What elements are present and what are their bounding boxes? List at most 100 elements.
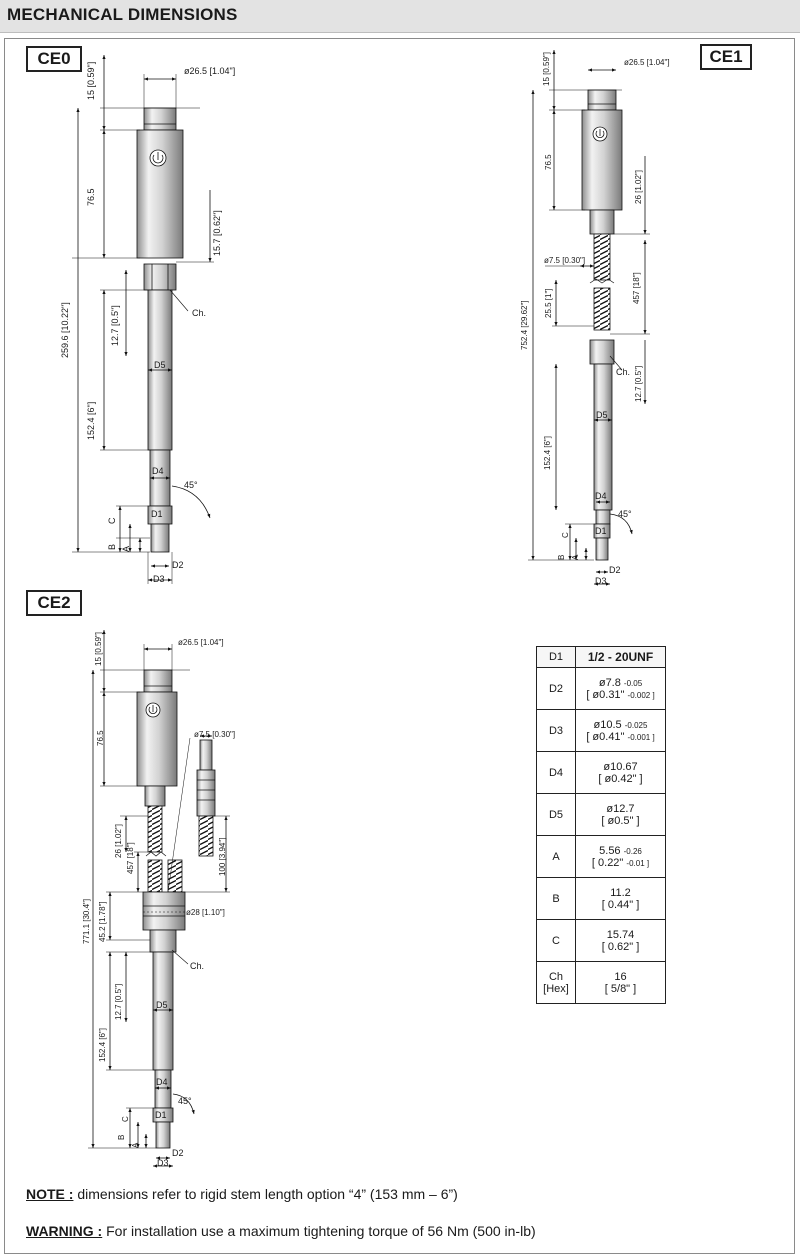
spec-tolerance-imperial: -0.001 ] <box>627 732 655 742</box>
ce2-d1-label: D1 <box>155 1110 167 1120</box>
spec-tolerance: -0.05 <box>623 678 643 688</box>
table-row: C 15.74[ 0.62" ] <box>536 919 666 962</box>
ce1-angle-label: 45° <box>618 509 632 519</box>
ce1-d5-label: D5 <box>596 410 608 420</box>
spec-value-cell: 5.56 -0.26[ 0.22" -0.01 ] <box>575 835 666 878</box>
table-row: A 5.56 -0.26[ 0.22" -0.01 ] <box>536 835 666 878</box>
warning-text: For installation use a maximum tightenin… <box>102 1223 536 1239</box>
ce0-hex-label: Ch. <box>192 308 207 318</box>
ce2-dim-a: A <box>131 1142 140 1148</box>
ce0-connector-height: 15 [0.59"] <box>86 61 96 100</box>
ce1-total-length: 752.4 [29.62"] <box>520 300 529 350</box>
ce1-cable-diameter: ø7.5 [0.30"] <box>544 256 586 265</box>
spec-value-cell: ø10.67[ ø0.42" ] <box>575 751 666 794</box>
ce2-dim-b: B <box>117 1134 126 1140</box>
model-tag-ce1: CE1 <box>700 44 752 70</box>
spec-value-imperial: [ 0.22" <box>591 856 624 869</box>
ce0-d5-label: D5 <box>154 360 166 370</box>
ce0-body-height: 76.5 <box>86 188 96 206</box>
spec-value-cell: 11.2[ 0.44" ] <box>575 877 666 920</box>
table-row: D5 ø12.7[ ø0.5" ] <box>536 793 666 836</box>
model-tag-ce2: CE2 <box>26 590 82 616</box>
ce2-angle-label: 45° <box>178 1096 192 1106</box>
spec-value-imperial: [ 0.62" ] <box>601 940 640 953</box>
table-row: D3 ø10.5 -0.025[ ø0.41" -0.001 ] <box>536 709 666 752</box>
spec-key: B <box>536 877 576 920</box>
ce2-d2-label: D2 <box>172 1148 184 1158</box>
spec-value-imperial: [ ø0.41" <box>586 730 625 743</box>
ce0-head-diameter: ø26.5 [1.04"] <box>184 66 236 76</box>
spec-key: D2 <box>536 667 576 710</box>
ce0-hex-height: 12.7 [0.5"] <box>110 305 120 346</box>
ce1-stem-length: 152.4 [6"] <box>543 436 552 470</box>
ce2-stem-length: 152.4 [6"] <box>98 1028 107 1062</box>
ce1-connector-height: 15 [0.59"] <box>542 52 551 86</box>
note-line: NOTE : dimensions refer to rigid stem le… <box>26 1186 458 1202</box>
page-title: MECHANICAL DIMENSIONS <box>7 5 238 24</box>
spec-value: ø12.7 <box>606 802 635 815</box>
ce2-d3-label: D3 <box>157 1158 169 1168</box>
ce1-head-diameter: ø26.5 [1.04"] <box>624 58 670 67</box>
ce2-dim-c: C <box>121 1116 130 1122</box>
spec-tolerance: -0.26 <box>623 846 642 856</box>
spec-value-imperial: [ 5/8" ] <box>604 982 637 995</box>
spec-value-cell: ø10.5 -0.025[ ø0.41" -0.001 ] <box>575 709 666 752</box>
spec-key: Ch <box>548 970 564 983</box>
note-label: NOTE : <box>26 1186 74 1202</box>
ce1-d2-label: D2 <box>609 565 621 575</box>
ce1-body-height: 76.5 <box>544 154 553 170</box>
ce0-stem-length: 152.4 [6"] <box>86 401 96 440</box>
ce1-hex-label: Ch. <box>616 367 631 377</box>
spec-key: D4 <box>536 751 576 794</box>
ce2-body-offset: 26 [1.02"] <box>114 824 123 858</box>
spec-key-sub: [Hex] <box>543 982 569 995</box>
spec-value-cell: 15.74[ 0.62" ] <box>575 919 666 962</box>
ce1-cable-length: 457 [18"] <box>632 272 641 304</box>
ce0-drawing <box>72 55 214 584</box>
ce2-drawing <box>88 630 230 1168</box>
ce0-dim-b: B <box>107 543 117 550</box>
spec-key: C <box>536 919 576 962</box>
table-row: B 11.2[ 0.44" ] <box>536 877 666 920</box>
spec-value: 15.74 <box>606 928 635 941</box>
spec-tolerance-imperial: -0.002 ] <box>627 690 655 700</box>
ce1-dim-a: A <box>571 554 580 560</box>
spec-value: ø10.67 <box>603 760 638 773</box>
ce2-head-diameter: ø26.5 [1.04"] <box>178 638 224 647</box>
spec-key: D3 <box>536 709 576 752</box>
ce2-d4-label: D4 <box>156 1077 168 1087</box>
ce2-hex-height: 12.7 [0.5"] <box>114 983 123 1020</box>
ce2-hex-label: Ch. <box>190 961 205 971</box>
note-text: dimensions refer to rigid stem length op… <box>73 1186 458 1202</box>
ce1-hex-height: 12.7 [0.5"] <box>634 365 643 402</box>
ce0-dim-a: A <box>121 545 131 552</box>
spec-key: A <box>536 835 576 878</box>
spec-value: 1/2 - 20UNF <box>575 646 666 668</box>
ce2-junction-length: 45.2 [1.78"] <box>98 901 107 942</box>
ce1-d1-label: D1 <box>595 526 607 536</box>
ce0-angle-label: 45° <box>184 480 198 490</box>
warning-line: WARNING : For installation use a maximum… <box>26 1223 536 1239</box>
spec-tolerance: -0.025 <box>624 720 648 730</box>
table-row: Ch[Hex] 16[ 5/8" ] <box>536 961 666 1004</box>
spec-value: ø10.5 <box>593 718 622 731</box>
model-tag-ce0: CE0 <box>26 46 82 72</box>
ce2-cable-diameter: ø7.5 [0.30"] <box>194 730 236 739</box>
spec-value: ø7.8 <box>598 676 621 689</box>
spec-key-cell: Ch[Hex] <box>536 961 576 1004</box>
ce2-junction-diameter: ø28 [1.10"] <box>186 908 225 917</box>
spec-value-imperial: [ ø0.5" ] <box>601 814 640 827</box>
ce2-connector-height: 15 [0.59"] <box>94 632 103 666</box>
warning-label: WARNING : <box>26 1223 103 1239</box>
spec-key: D5 <box>536 793 576 836</box>
spec-value-cell: ø7.8 -0.05[ ø0.31" -0.002 ] <box>575 667 666 710</box>
ce0-d4-label: D4 <box>152 466 164 476</box>
spec-key: D1 <box>536 646 576 668</box>
ce1-dim-c: C <box>561 532 570 538</box>
ce1-d4-label: D4 <box>595 491 607 501</box>
ce0-dim-c: C <box>107 517 117 525</box>
ce2-cable-length: 457 [18"] <box>126 842 135 874</box>
ce0-hex-offset: 15.7 [0.62"] <box>212 210 222 256</box>
spec-value-imperial: [ 0.44" ] <box>601 898 640 911</box>
